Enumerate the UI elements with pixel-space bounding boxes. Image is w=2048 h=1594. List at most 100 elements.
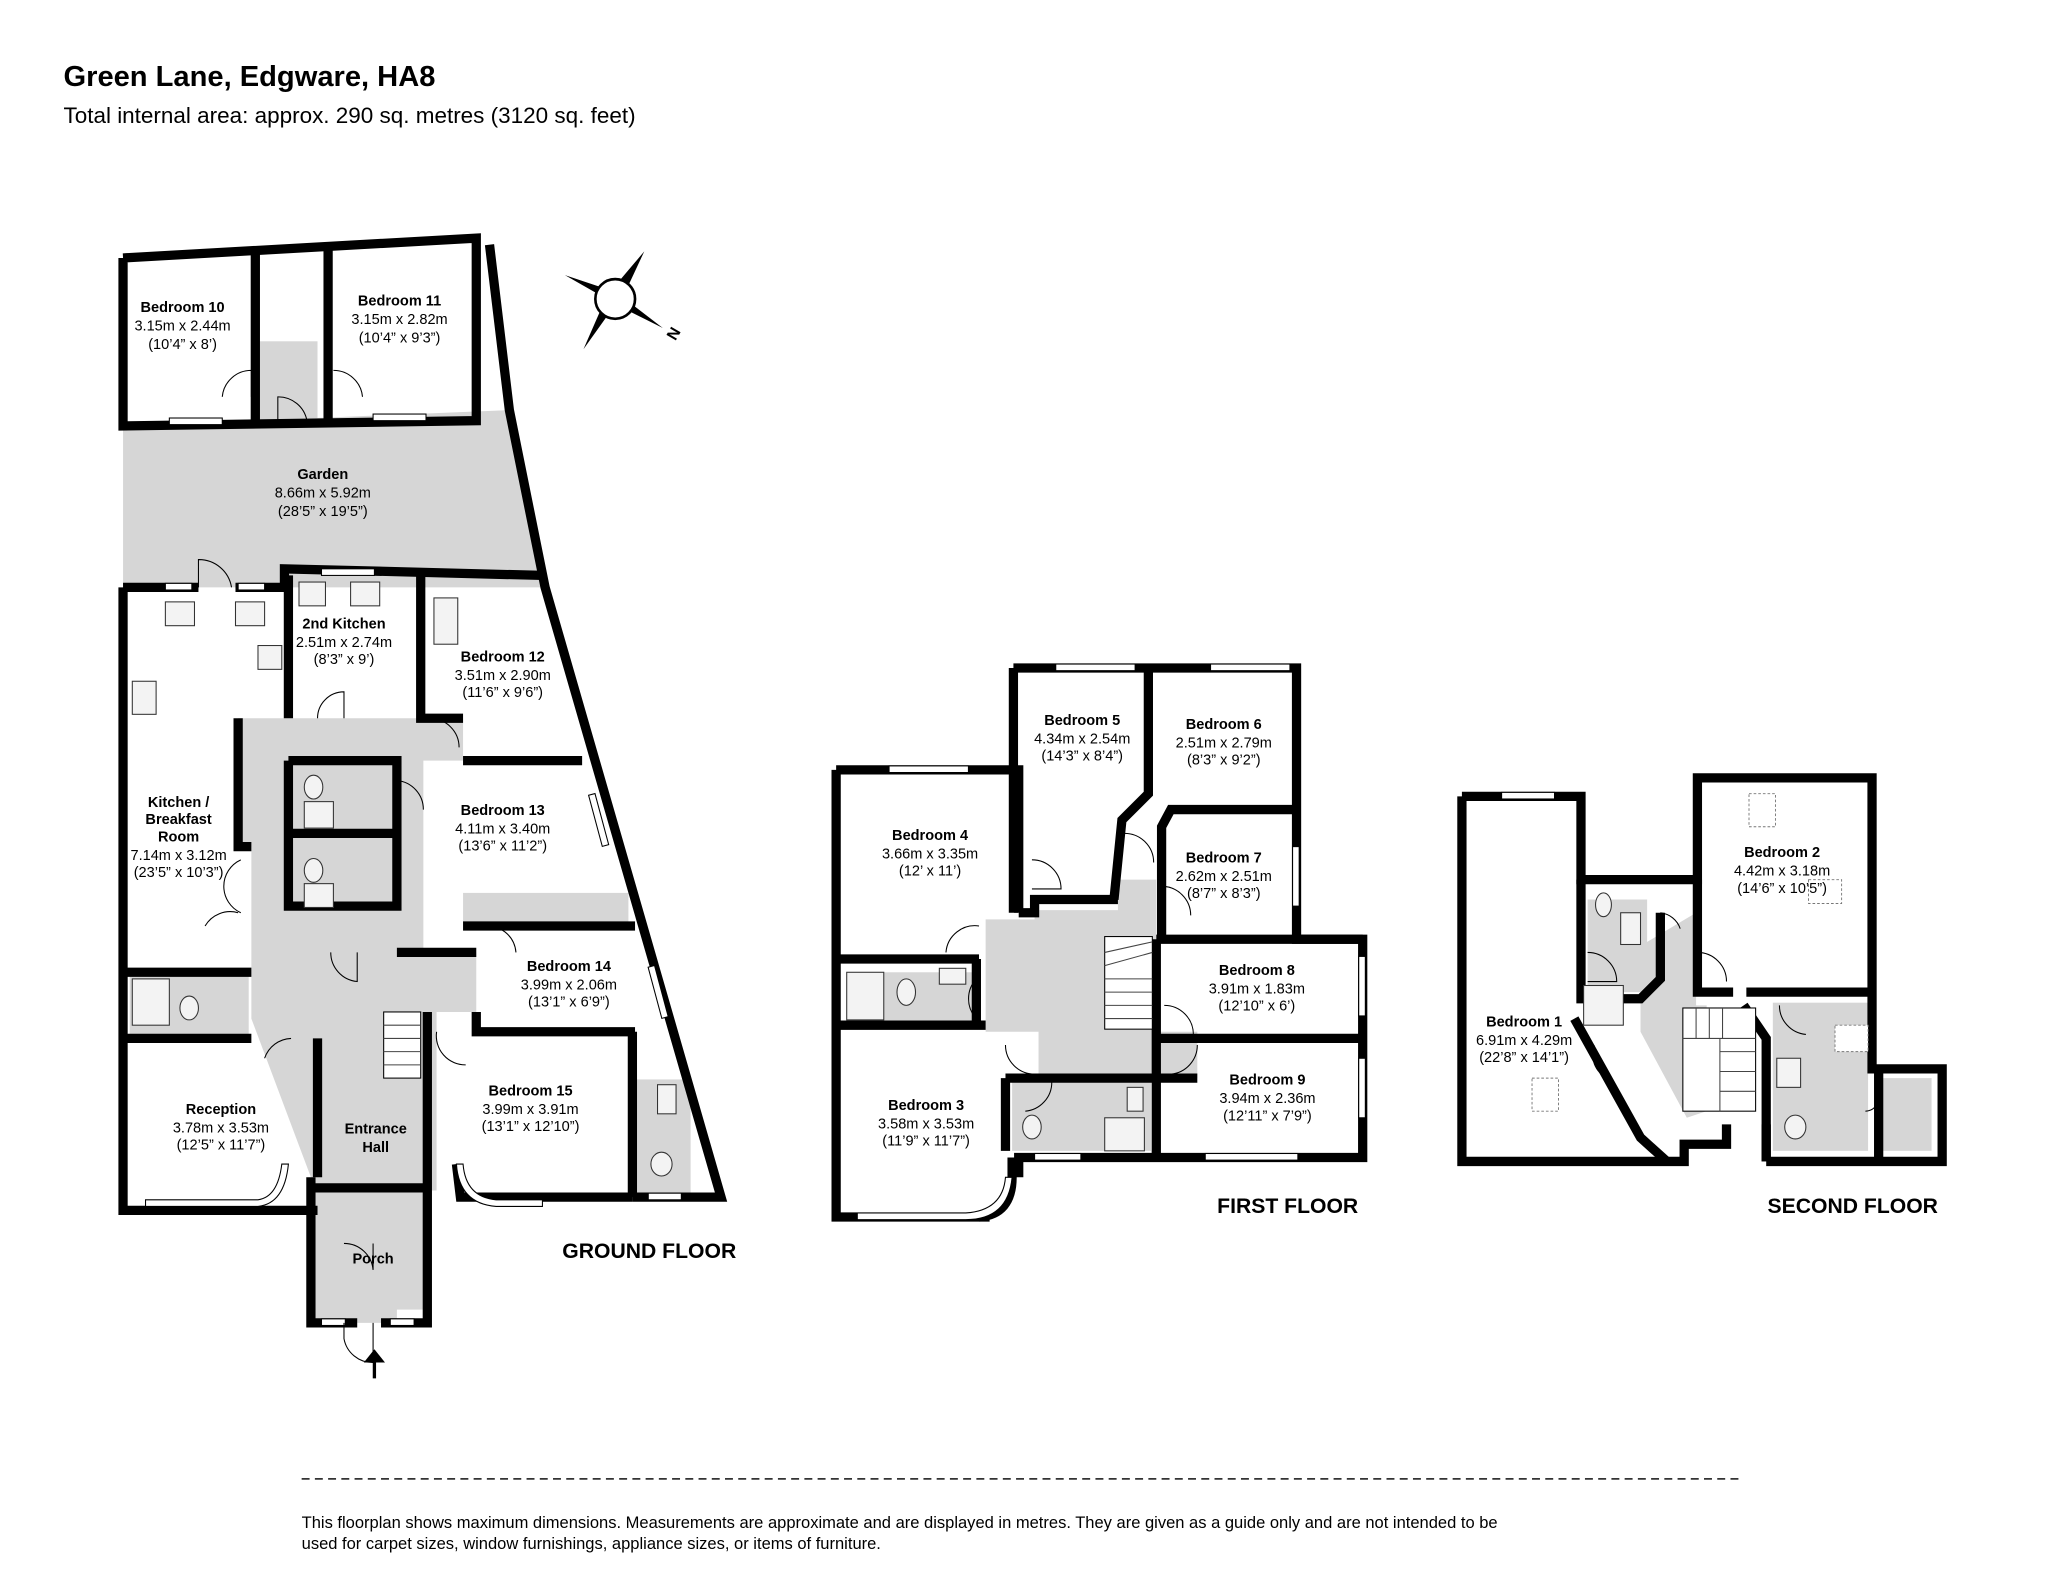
room-dimensions: (23’5” x 10’3”) [134,865,224,881]
room-name: Bedroom 9 [1229,1073,1305,1089]
porch-area [310,1187,428,1310]
room-dimensions: (12’10” x 6’) [1218,999,1295,1015]
second-cupboard [1878,1078,1932,1151]
room-bedroom-6: Bedroom 6 2.51m x 2.79m (8’3” x 9’2”) [1176,717,1272,769]
room-dimensions: (14’6” x 10’5”) [1737,881,1827,897]
room-name: Bedroom 4 [892,828,969,844]
room-bedroom-2: Bedroom 2 4.42m x 3.18m (14’6” x 10’5”) [1734,845,1830,897]
room-name: Bedroom 6 [1186,717,1262,733]
room-dimensions: 4.34m x 2.54m [1034,731,1130,747]
room-dimensions: 3.91m x 1.83m [1209,981,1305,997]
room-dimensions: 2.51m x 2.74m [296,635,392,651]
room-name: Breakfast [145,812,211,828]
room-bedroom-14: Bedroom 14 3.99m x 2.06m (13’1” x 6’9”) [521,959,617,1011]
room-bedroom-4: Bedroom 4 3.66m x 3.35m (12’ x 11’) [882,828,978,880]
room-dimensions: (10’4” x 9’3”) [359,331,441,347]
room-name: Bedroom 13 [461,803,545,819]
room-dimensions: 3.58m x 3.53m [878,1116,974,1132]
garden-area [123,410,546,588]
disclaimer-line-2: used for carpet sizes, window furnishing… [302,1534,881,1553]
entrance-arrow-icon [363,1349,385,1379]
first-floor-stairs [1104,936,1153,1030]
room-bedroom-7: Bedroom 7 2.62m x 2.51m (8’7” x 8’3”) [1176,850,1272,902]
page-title: Green Lane, Edgware, HA8 [64,61,436,93]
room-name: Bedroom 15 [488,1083,572,1099]
room-garden: Garden 8.66m x 5.92m (28’5” x 19’5”) [275,467,371,520]
room-dimensions: (13’1” x 6’9”) [528,995,610,1011]
room-dimensions: (8’7” x 8’3”) [1187,886,1261,902]
room-dimensions: (12’5” x 11’7”) [177,1138,266,1154]
second-floor-label: SECOND FLOOR [1768,1195,1938,1218]
room-name: Bedroom 8 [1219,963,1295,979]
room-name: Bedroom 2 [1744,845,1820,861]
room-entrance-hall: Entrance Hall [345,1122,407,1157]
room-dimensions: 3.15m x 2.44m [134,319,230,335]
room-name: Reception [186,1102,256,1118]
room-bedroom-10: Bedroom 10 3.15m x 2.44m (10’4” x 8’) [134,300,230,353]
room-name: Bedroom 7 [1186,850,1262,866]
room-name: Bedroom 10 [141,300,225,316]
room-name: Bedroom 12 [461,649,545,665]
room-reception: Reception 3.78m x 3.53m (12’5” x 11’7”) [173,1102,269,1154]
room-dimensions: (14’3” x 8’4”) [1041,749,1123,765]
room-name: Kitchen / [148,795,209,811]
room-dimensions: (10’4” x 8’) [148,337,217,353]
room-name: Porch [352,1251,393,1267]
room-dimensions: 3.66m x 3.35m [882,847,978,863]
north-compass-icon: N [564,251,685,350]
room-name: Hall [362,1140,389,1156]
room-dimensions: (12’11” x 7’9”) [1223,1108,1312,1124]
compass-north-label: N [664,325,684,343]
bed13-wardrobe [463,892,629,923]
room-dimensions: 4.42m x 3.18m [1734,864,1830,880]
room-bedroom-13: Bedroom 13 4.11m x 3.40m (13’6” x 11’2”) [455,803,550,855]
room-dimensions: 3.99m x 2.06m [521,977,617,993]
room-dimensions: 7.14m x 3.12m [130,848,226,864]
room-dimensions: 3.99m x 3.91m [482,1102,578,1118]
first-floor-label: FIRST FLOOR [1217,1195,1358,1218]
room-dimensions: (22’8” x 14’1”) [1479,1050,1569,1066]
room-dimensions: (13’1” x 12’10”) [482,1119,580,1135]
room-dimensions: 2.51m x 2.79m [1176,735,1272,751]
room-dimensions: 3.51m x 2.90m [455,668,551,684]
room-dimensions: (11’6” x 9’6”) [462,685,543,701]
room-bedroom-12: Bedroom 12 3.51m x 2.90m (11’6” x 9’6”) [455,649,551,701]
room-bedroom-3: Bedroom 3 3.58m x 3.53m (11’9” x 11’7”) [878,1098,974,1150]
ground-stairs [383,1011,422,1079]
room-dimensions: (12’ x 11’) [899,864,961,880]
room-name: Bedroom 14 [527,959,612,975]
room-bedroom-9: Bedroom 9 3.94m x 2.36m (12’11” x 7’9”) [1219,1073,1315,1125]
room-dimensions: (8’3” x 9’2”) [1187,753,1261,769]
room-dimensions: 6.91m x 4.29m [1476,1033,1572,1049]
room-name: Entrance [345,1122,407,1138]
room-dimensions: (28’5” x 19’5”) [278,504,368,520]
room-2nd-kitchen: 2nd Kitchen 2.51m x 2.74m (8’3” x 9’) [296,616,392,668]
room-name: Garden [297,467,348,483]
room-name: 2nd Kitchen [302,616,385,632]
room-bedroom-15: Bedroom 15 3.99m x 3.91m (13’1” x 12’10”… [482,1083,580,1135]
second-floor-stairs [1682,1007,1757,1112]
room-name: Bedroom 5 [1044,713,1120,729]
room-bedroom-5: Bedroom 5 4.34m x 2.54m (14’3” x 8’4”) [1034,713,1130,765]
room-name: Bedroom 11 [358,294,441,310]
room-porch: Porch [352,1251,393,1267]
room-dimensions: 3.78m x 3.53m [173,1120,269,1136]
room-dimensions: (11’9” x 11’7”) [882,1134,970,1150]
room-dimensions: 8.66m x 5.92m [275,485,371,501]
room-name: Bedroom 1 [1486,1015,1562,1031]
room-bedroom-8: Bedroom 8 3.91m x 1.83m (12’10” x 6’) [1209,963,1305,1015]
bed10-11-lobby [257,341,318,421]
room-dimensions: 3.15m x 2.82m [351,312,447,328]
room-kitchen-breakfast: Kitchen / Breakfast Room 7.14m x 3.12m (… [130,795,226,881]
ground-floor-plan: Bedroom 10 3.15m x 2.44m (10’4” x 8’) Be… [118,233,736,1379]
total-area-subtitle: Total internal area: approx. 290 sq. met… [64,103,636,128]
ground-floor-label: GROUND FLOOR [562,1240,736,1263]
second-floor-plan: Bedroom 2 4.42m x 3.18m (14’6” x 10’5”) … [1457,773,1947,1218]
first-floor-plan: Bedroom 5 4.34m x 2.54m (14’3” x 8’4”) B… [831,663,1368,1222]
room-dimensions: (8’3” x 9’) [314,652,375,668]
room-dimensions: (13’6” x 11’2”) [458,839,547,855]
room-dimensions: 2.62m x 2.51m [1176,869,1272,885]
disclaimer-line-1: This floorplan shows maximum dimensions.… [302,1513,1498,1532]
room-dimensions: 3.94m x 2.36m [1219,1091,1315,1107]
